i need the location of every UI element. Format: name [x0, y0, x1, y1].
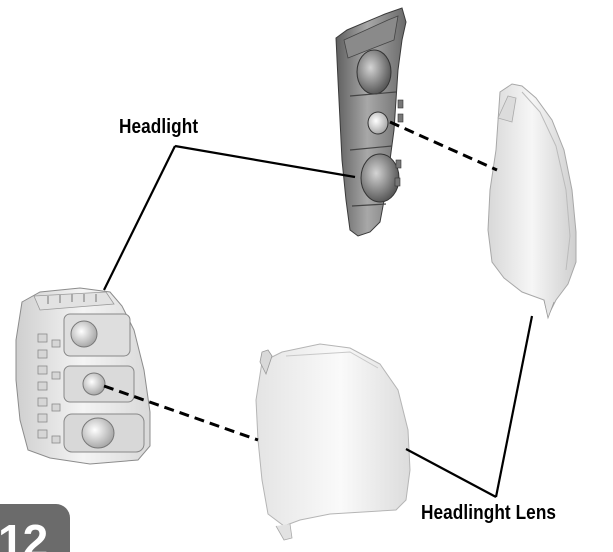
headlight-leader-top: [175, 146, 355, 177]
headlight-label: Headlight: [119, 116, 198, 139]
lens-leader-bottom: [406, 449, 496, 497]
page-number-badge: 12: [0, 504, 70, 552]
headlight-lens-bottom: [256, 344, 410, 540]
lens-leader-top: [496, 316, 532, 497]
headlight-housing-bottom: [16, 288, 150, 464]
headlight-housing-top: [336, 8, 406, 236]
headlight-lens-label: Headlinght Lens: [421, 502, 556, 525]
page-number: 12: [0, 518, 47, 552]
headlight-leader-bottom: [104, 146, 175, 290]
dashed-line-top: [390, 122, 497, 170]
headlight-lens-top: [488, 84, 576, 318]
